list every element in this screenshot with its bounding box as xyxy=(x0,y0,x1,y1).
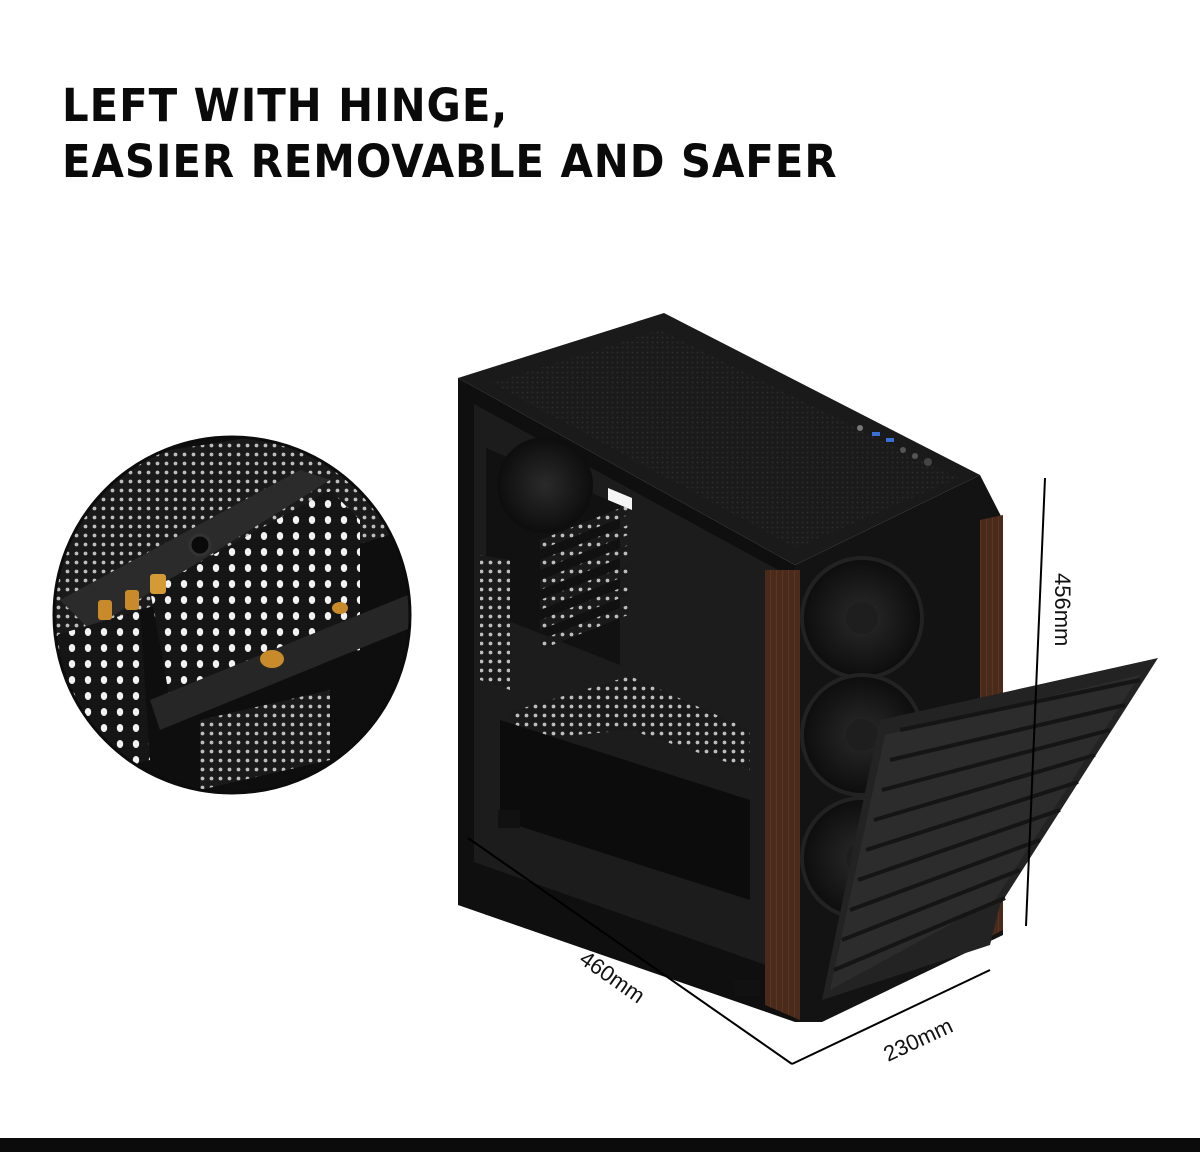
io-panel xyxy=(857,425,932,466)
hinge-screw xyxy=(98,600,112,620)
wood-trim-left xyxy=(765,570,800,1020)
rear-fan xyxy=(497,437,593,533)
hinged-front-door xyxy=(822,658,1158,1000)
headline-line-1: LEFT WITH HINGE, xyxy=(62,79,509,132)
case-foot xyxy=(498,810,520,828)
expansion-slots xyxy=(540,505,628,650)
hinge-screw xyxy=(150,574,166,594)
hinge-detail-zoom xyxy=(52,435,412,795)
hinge-pin xyxy=(332,602,348,614)
pc-case xyxy=(458,313,1158,1022)
height-label: 456mm xyxy=(1050,573,1075,646)
hinge-pin xyxy=(260,650,284,668)
headline-line-2: EASIER REMOVABLE AND SAFER xyxy=(62,135,838,188)
bottom-divider-bar xyxy=(0,1138,1200,1152)
case-foot xyxy=(734,980,760,996)
hinge-screw xyxy=(125,590,139,610)
top-mesh-panel xyxy=(492,330,958,548)
psu-shroud xyxy=(500,720,750,900)
dimension-height: 456mm xyxy=(1025,477,1075,927)
width-label: 230mm xyxy=(880,1013,957,1067)
headline: LEFT WITH HINGE, EASIER REMOVABLE AND SA… xyxy=(62,78,837,190)
